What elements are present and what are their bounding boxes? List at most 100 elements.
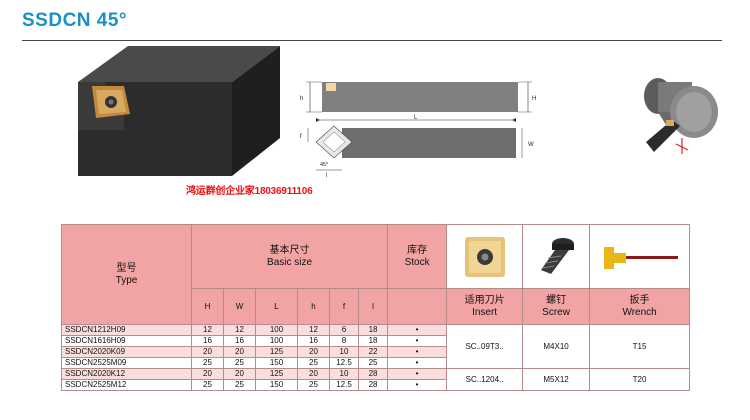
- cell-f: 10: [329, 368, 359, 380]
- col-header-W: W: [223, 288, 256, 325]
- cell-H: 25: [191, 357, 224, 369]
- cell-l: 22: [357, 346, 389, 358]
- screw-header-cn: 螺钉: [546, 295, 567, 306]
- col-header-l: l: [357, 288, 389, 325]
- table-header-row-2: H W L h f l 适用刀片 Insert 螺钉 Screw 扳手 Wren…: [62, 288, 691, 325]
- stock-cell: •: [387, 346, 448, 358]
- wrench-header: 扳手 Wrench: [589, 288, 691, 325]
- type-cell: SSDCN1616H09: [61, 335, 192, 347]
- screw-cell-group-2: M5X12: [522, 368, 591, 391]
- cell-W: 25: [223, 379, 256, 391]
- insert-header-en: Insert: [472, 306, 498, 318]
- tool-holder-3d-image: [78, 46, 280, 176]
- insert-header-cn: 适用刀片: [464, 295, 505, 306]
- cell-W: 12: [223, 324, 256, 336]
- page-title: SSDCN 45°: [22, 10, 128, 31]
- cell-H: 25: [191, 379, 224, 391]
- col-header-f: f: [329, 288, 359, 325]
- table-header-row-1: 型号 Type 基本尺寸 Basic size 库存 Stock: [61, 224, 691, 325]
- cell-h: 20: [297, 346, 330, 358]
- type-cell: SSDCN2020K09: [61, 346, 192, 358]
- cell-f: 12.5: [329, 357, 359, 369]
- cell-l: 28: [357, 368, 389, 380]
- wrench-icon: [603, 246, 678, 269]
- screw-image-cell: [522, 224, 591, 289]
- stock-header: 库存 Stock: [387, 224, 448, 289]
- cell-f: 8: [329, 335, 359, 347]
- screw-header: 螺钉 Screw: [522, 288, 591, 325]
- wrench-image-cell: [589, 224, 691, 289]
- screw-icon: [541, 237, 575, 274]
- cell-l: 18: [357, 324, 389, 336]
- cell-H: 20: [191, 346, 224, 358]
- insert-image-cell: [446, 224, 524, 289]
- cell-L: 150: [255, 379, 298, 391]
- col-header-H: H: [191, 288, 224, 325]
- watermark-text: 鸿运群创企业家18036911106: [186, 186, 313, 197]
- technical-drawing-side-view: L f W l 45°: [300, 115, 534, 178]
- col-header-h: h: [297, 288, 330, 325]
- cell-f: 12.5: [329, 379, 359, 391]
- type-cell: SSDCN1212H09: [61, 324, 192, 336]
- type-cell: SSDCN2525M12: [61, 379, 192, 391]
- table-row: SSDCN2020K12 20 20 125 20 10 28 • SC..12…: [61, 368, 691, 391]
- type-header-en: Type: [115, 274, 138, 286]
- cell-f: 6: [329, 324, 359, 336]
- stock-subheader: [387, 288, 448, 325]
- insert-cell-group-2: SC..1204..: [446, 368, 524, 391]
- insert-header: 适用刀片 Insert: [446, 288, 524, 325]
- dim-label-W: W: [528, 142, 534, 148]
- cell-l: 28: [357, 379, 389, 391]
- cell-f: 10: [329, 346, 359, 358]
- cell-L: 125: [255, 368, 298, 380]
- cell-L: 125: [255, 346, 298, 358]
- table-row: SSDCN1212H09 12 12 100 12 6 18 • SC..09T…: [61, 324, 691, 369]
- wrench-header-en: Wrench: [622, 306, 657, 318]
- cell-L: 100: [255, 335, 298, 347]
- cell-h: 25: [297, 379, 330, 391]
- cell-W: 16: [223, 335, 256, 347]
- cell-W: 20: [223, 346, 256, 358]
- stock-cell: •: [387, 368, 448, 380]
- stock-header-cn: 库存: [407, 245, 428, 256]
- type-header-cn: 型号: [116, 263, 137, 274]
- cell-L: 150: [255, 357, 298, 369]
- machining-illustration: [644, 78, 718, 154]
- table-row: SSDCN2525M09 25 25 150 25 12.5 25 •: [61, 357, 690, 369]
- cell-l: 18: [357, 335, 389, 347]
- dim-label-L: L: [414, 115, 418, 121]
- cell-W: 25: [223, 357, 256, 369]
- dim-label-H: H: [532, 96, 536, 102]
- screw-cell-group-1: M4X10: [522, 324, 591, 369]
- stock-header-en: Stock: [404, 256, 430, 268]
- cell-h: 25: [297, 357, 330, 369]
- table-row: SSDCN2525M12 25 25 150 25 12.5 28 •: [61, 379, 690, 391]
- basic-size-header: 基本尺寸 Basic size: [190, 224, 389, 289]
- specification-table: 型号 Type 基本尺寸 Basic size 库存 Stock: [61, 224, 691, 391]
- dim-label-angle: 45°: [320, 162, 328, 168]
- cell-H: 16: [191, 335, 224, 347]
- col-header-L: L: [255, 288, 298, 325]
- title-divider: [22, 40, 722, 41]
- cell-l: 25: [357, 357, 389, 369]
- cell-L: 100: [255, 324, 298, 336]
- cell-H: 20: [191, 368, 224, 380]
- dim-label-l: l: [326, 173, 327, 178]
- cell-h: 16: [297, 335, 330, 347]
- wrench-header-cn: 扳手: [629, 295, 650, 306]
- insert-cell-group-1: SC..09T3..: [446, 324, 524, 369]
- screw-header-en: Screw: [542, 306, 570, 318]
- stock-cell: •: [387, 324, 448, 336]
- technical-drawing-top-view: h H: [300, 81, 536, 113]
- wrench-cell-group-2: T20: [589, 368, 691, 391]
- dim-label-h: h: [300, 96, 303, 102]
- type-cell: SSDCN2525M09: [61, 357, 192, 369]
- dim-label-f: f: [300, 134, 302, 140]
- cell-h: 20: [297, 368, 330, 380]
- cell-H: 12: [191, 324, 224, 336]
- cell-W: 20: [223, 368, 256, 380]
- stock-cell: •: [387, 335, 448, 347]
- type-cell: SSDCN2020K12: [61, 368, 192, 380]
- basic-size-header-en: Basic size: [267, 256, 313, 268]
- cell-h: 12: [297, 324, 330, 336]
